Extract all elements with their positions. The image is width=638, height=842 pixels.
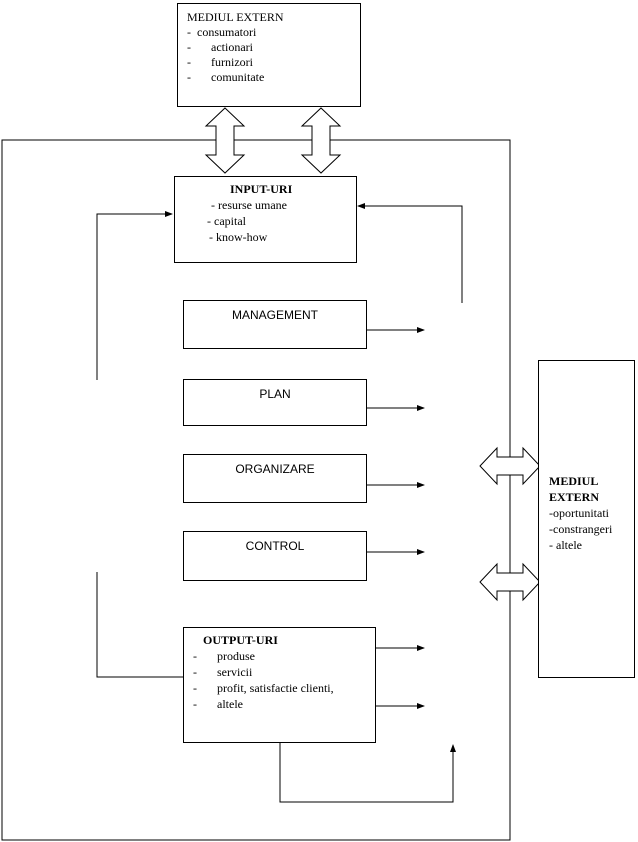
right-feedback-to-inputs: [357, 203, 463, 303]
top-external-title: MEDIUL EXTERN: [187, 10, 284, 24]
organization-boundary: [1, 139, 511, 841]
inputs-item: - know-how: [209, 230, 268, 244]
top-double-arrow-left: [204, 107, 246, 174]
inputs-box: INPUT-URI - resurse umane - capital - kn…: [174, 176, 357, 263]
management-label: MANAGEMENT: [231, 308, 318, 322]
right-external-item: -oportunitati: [549, 506, 609, 520]
inputs-item: - capital: [207, 214, 246, 228]
left-feedback-upper: [96, 211, 173, 380]
right-external-item: -constrangeri: [549, 522, 613, 536]
top-external-item: -actionari: [187, 40, 253, 54]
outputs-item: -servicii: [193, 665, 253, 679]
right-external-title-line1: MEDIUL: [549, 474, 599, 488]
control-box: CONTROL: [183, 531, 367, 581]
plan-label: PLAN: [259, 387, 291, 401]
organizare-label: ORGANIZARE: [235, 462, 315, 476]
top-external-item: -furnizori: [187, 55, 253, 69]
outputs-item: -produse: [193, 649, 255, 663]
top-double-arrow-right: [300, 107, 342, 174]
outputs-item: -altele: [193, 697, 243, 711]
right-external-environment-box: MEDIUL EXTERN -oportunitati -constranger…: [538, 360, 635, 678]
bottom-output-loop: [279, 743, 456, 803]
top-external-item: - consumatori: [187, 25, 257, 39]
plan-box: PLAN: [183, 379, 367, 426]
outputs-box: OUTPUT-URI -produse -servicii -profit, s…: [183, 627, 376, 743]
inputs-title: INPUT-URI: [230, 182, 293, 196]
management-box: MANAGEMENT: [183, 300, 367, 349]
outputs-item: -profit, satisfactie clienti,: [193, 681, 334, 695]
left-feedback-lower: [96, 572, 183, 678]
right-external-title-line2: EXTERN: [549, 490, 600, 504]
top-external-environment-box: MEDIUL EXTERN - consumatori -actionari -…: [177, 3, 361, 107]
organizare-box: ORGANIZARE: [183, 454, 367, 503]
outputs-title: OUTPUT-URI: [203, 633, 278, 647]
inputs-item: - resurse umane: [211, 198, 287, 212]
control-label: CONTROL: [245, 539, 305, 553]
right-external-item: - altele: [549, 538, 582, 552]
top-external-item: -comunitate: [187, 70, 265, 84]
